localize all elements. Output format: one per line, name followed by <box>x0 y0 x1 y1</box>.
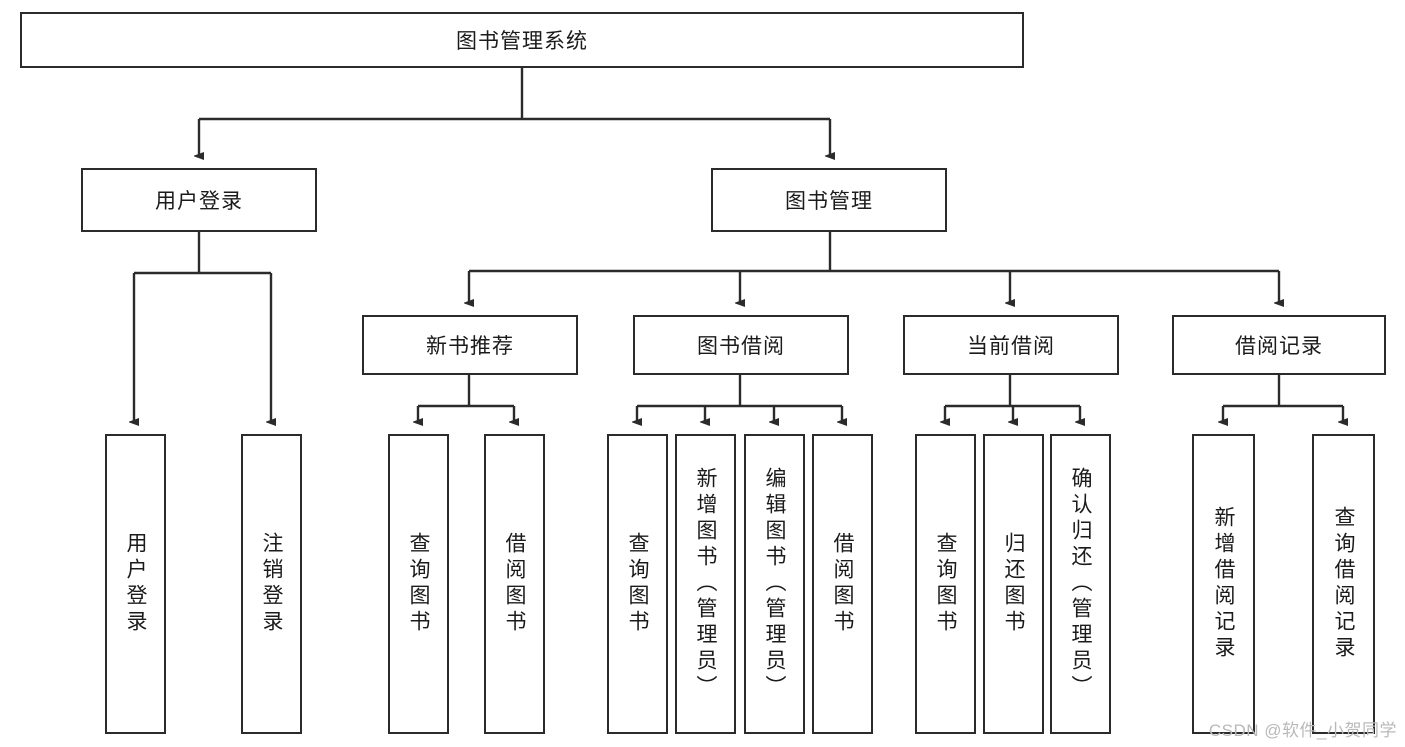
node-leaf-return-book[interactable]: 归还图书 <box>983 434 1044 734</box>
node-book-manage[interactable]: 图书管理 <box>711 168 947 232</box>
node-borrow-record[interactable]: 借阅记录 <box>1172 315 1386 375</box>
node-borrow-record-label: 借阅记录 <box>1235 335 1323 358</box>
node-leaf-return-book-label: 归还图书 <box>1002 532 1025 636</box>
node-new-book-recommend[interactable]: 新书推荐 <box>362 315 578 375</box>
node-leaf-user-login-label: 用户登录 <box>124 532 147 636</box>
node-book-borrow[interactable]: 图书借阅 <box>633 315 849 375</box>
node-leaf-borrow-book-2-label: 借阅图书 <box>831 532 854 636</box>
node-leaf-add-record[interactable]: 新增借阅记录 <box>1192 434 1255 734</box>
node-root-label: 图书管理系统 <box>456 30 588 53</box>
node-leaf-query-book-2[interactable]: 查询图书 <box>607 434 668 734</box>
node-book-manage-label: 图书管理 <box>785 190 873 213</box>
node-leaf-confirm-return[interactable]: 确认归还（管理员） <box>1050 434 1111 734</box>
node-leaf-add-book-label: 新增图书（管理员） <box>694 467 717 701</box>
node-leaf-query-record-label: 查询借阅记录 <box>1332 506 1355 662</box>
node-leaf-edit-book-label: 编辑图书（管理员） <box>763 467 786 701</box>
node-current-borrow[interactable]: 当前借阅 <box>903 315 1119 375</box>
node-book-borrow-label: 图书借阅 <box>697 335 785 358</box>
node-leaf-borrow-book-1[interactable]: 借阅图书 <box>484 434 545 734</box>
node-leaf-query-book-3[interactable]: 查询图书 <box>915 434 976 734</box>
node-root[interactable]: 图书管理系统 <box>20 12 1024 68</box>
node-current-borrow-label: 当前借阅 <box>967 335 1055 358</box>
node-leaf-logout-label: 注销登录 <box>260 532 283 636</box>
node-user-login[interactable]: 用户登录 <box>81 168 317 232</box>
node-leaf-query-book-3-label: 查询图书 <box>934 532 957 636</box>
node-leaf-user-login[interactable]: 用户登录 <box>105 434 166 734</box>
node-leaf-query-book-2-label: 查询图书 <box>626 532 649 636</box>
node-leaf-borrow-book-2[interactable]: 借阅图书 <box>812 434 873 734</box>
node-leaf-add-record-label: 新增借阅记录 <box>1212 506 1235 662</box>
node-leaf-query-book-1-label: 查询图书 <box>407 532 430 636</box>
node-user-login-label: 用户登录 <box>155 190 243 213</box>
node-new-book-recommend-label: 新书推荐 <box>426 335 514 358</box>
node-leaf-confirm-return-label: 确认归还（管理员） <box>1069 467 1092 701</box>
node-leaf-edit-book[interactable]: 编辑图书（管理员） <box>744 434 805 734</box>
node-leaf-query-record[interactable]: 查询借阅记录 <box>1312 434 1375 734</box>
watermark-text: CSDN @软件_小贺同学 <box>1208 721 1397 740</box>
node-leaf-add-book[interactable]: 新增图书（管理员） <box>675 434 736 734</box>
node-leaf-logout[interactable]: 注销登录 <box>241 434 302 734</box>
node-leaf-borrow-book-1-label: 借阅图书 <box>503 532 526 636</box>
node-leaf-query-book-1[interactable]: 查询图书 <box>388 434 449 734</box>
